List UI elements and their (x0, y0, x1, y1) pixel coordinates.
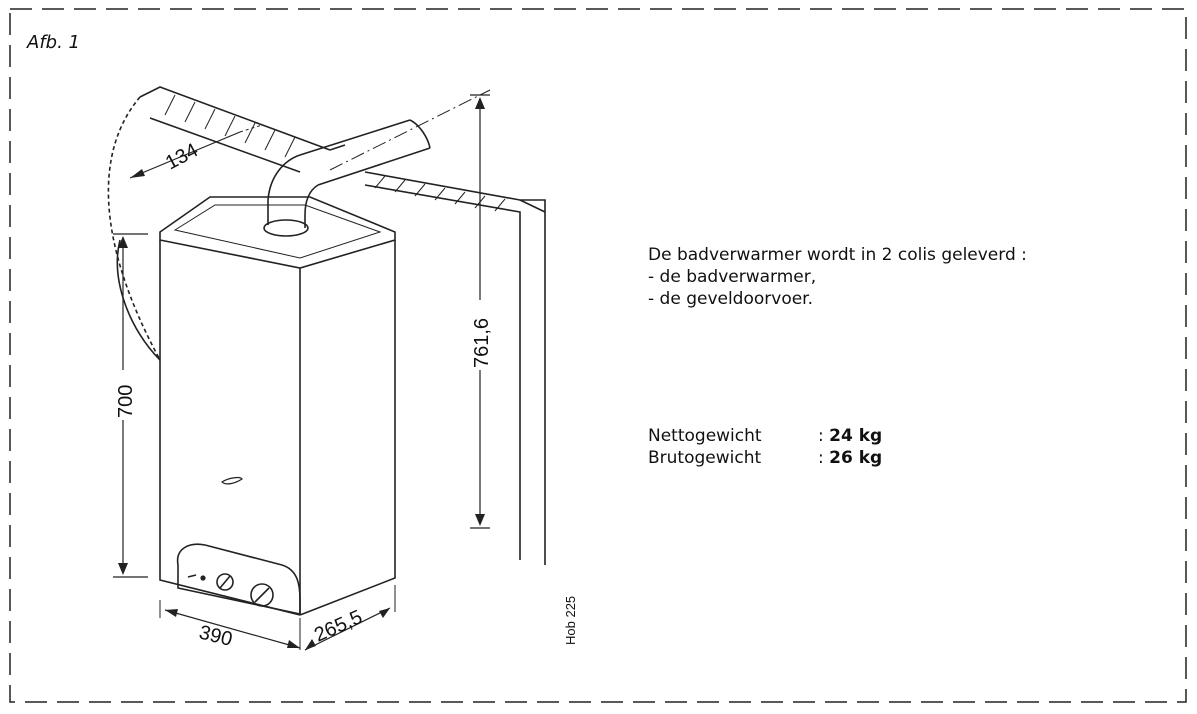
net-weight-row: Nettogewicht : 24 kg (648, 425, 882, 447)
dim-height-total: 761,6 (471, 318, 493, 368)
dim-height: 700 (115, 385, 137, 418)
gross-weight-row: Brutogewicht : 26 kg (648, 447, 882, 469)
dim-depth-offset: 134 (162, 139, 202, 174)
net-weight-value: 24 kg (829, 426, 883, 446)
net-weight-label: Nettogewicht (648, 426, 762, 446)
dim-depth: 265,5 (311, 606, 366, 646)
delivery-item: - de geveldoorvoer. (648, 289, 814, 309)
dashed-border (9, 8, 1187, 703)
figure-caption: Afb. 1 (27, 32, 80, 53)
gross-weight-label: Brutogewicht (648, 448, 762, 468)
delivery-description: De badverwarmer wordt in 2 colis gelever… (648, 244, 1027, 310)
figure-reference: Hob 225 (563, 596, 578, 645)
gross-weight-value: 26 kg (829, 448, 883, 468)
net-weight-separator: : (818, 426, 824, 446)
weights-table: Nettogewicht : 24 kg Brutogewicht : 26 k… (648, 425, 882, 469)
figure-frame (9, 8, 1188, 704)
delivery-intro: De badverwarmer wordt in 2 colis gelever… (648, 245, 1027, 265)
delivery-item: - de badverwarmer, (648, 267, 817, 287)
dim-width: 390 (197, 622, 235, 651)
gross-weight-separator: : (818, 448, 824, 468)
